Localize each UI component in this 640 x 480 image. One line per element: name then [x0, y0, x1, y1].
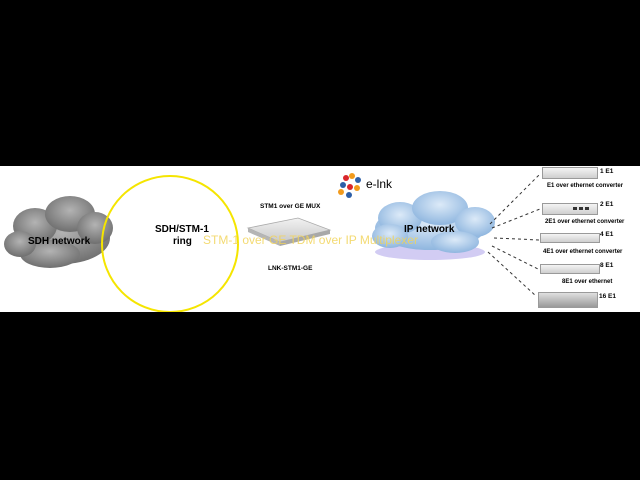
device-name: E1 over ethernet converter [547, 183, 624, 189]
device-count: 1 E1 [600, 168, 614, 175]
elnk-logo-icon [338, 173, 361, 198]
sdh-cloud [4, 196, 113, 268]
device-count: 4 E1 [600, 231, 614, 238]
diagram-graphics [4, 173, 541, 312]
device-count: 16 E1 [599, 293, 616, 300]
sdh-ring [101, 175, 239, 312]
diagram-canvas: SDH network SDH/STM-1 ring STM1 over GE … [0, 166, 640, 312]
dashed-links [487, 173, 541, 297]
stm1-mux-device [246, 217, 332, 246]
device-name: 2E1 over ethernet converter [545, 219, 625, 225]
device-count: 2 E1 [600, 201, 614, 208]
sdh-network-label: SDH network [28, 236, 91, 247]
device-name: 4E1 over ethernet converter [543, 249, 623, 255]
video-caption-overlay: STM-1 over GE TDM over IP Multiplexer [203, 233, 418, 247]
ip-network-label: IP network [404, 224, 455, 235]
brand-name: e-lnk [366, 177, 393, 191]
device-count: 8 E1 [600, 262, 614, 269]
mux-model-label: LNK-STM1-GE [268, 265, 313, 272]
ring-label-line1: SDH/STM-1 [155, 224, 209, 235]
ring-label-line2: ring [173, 236, 192, 247]
ip-cloud [372, 191, 495, 253]
mux-title-label: STM1 over GE MUX [260, 203, 321, 210]
device-name: 8E1 over ethernet [562, 279, 613, 285]
